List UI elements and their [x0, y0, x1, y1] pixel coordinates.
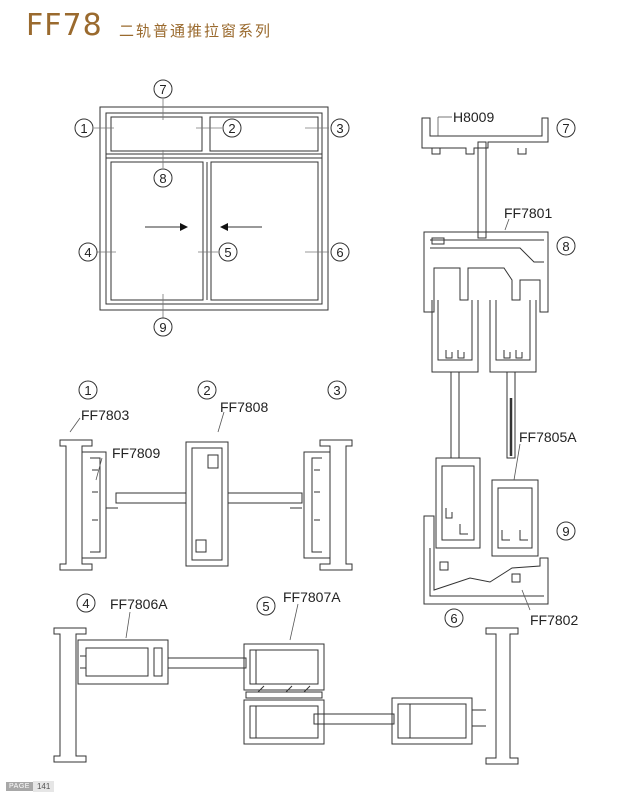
callout-4-elevation: 4: [84, 245, 91, 260]
callout-circles: [74, 79, 576, 628]
callout-8-elevation: 8: [159, 171, 166, 186]
callout-1-elevation: 1: [80, 121, 87, 136]
label-ff7806a: FF7806A: [110, 596, 168, 612]
vertical-section: [421, 117, 549, 605]
callout-7-section: 7: [562, 121, 569, 136]
label-ff7807a: FF7807A: [283, 589, 341, 605]
callout-4-section: 4: [82, 596, 89, 611]
callout-3-elevation: 3: [336, 121, 343, 136]
label-ff7809: FF7809: [112, 445, 160, 461]
callout-5-elevation: 5: [224, 245, 231, 260]
callout-6-elevation: 6: [336, 245, 343, 260]
callout-6-section: 6: [450, 611, 457, 626]
label-ff7802: FF7802: [530, 612, 578, 628]
callout-2-section: 2: [203, 383, 210, 398]
series-name: 二轨普通推拉窗系列: [119, 22, 273, 40]
callout-1-section: 1: [84, 383, 91, 398]
horizontal-section-lower: [53, 627, 519, 765]
label-ff7803: FF7803: [81, 407, 129, 423]
callout-9-elevation: 9: [159, 320, 166, 335]
callout-8-section: 8: [562, 239, 569, 254]
label-ff7801: FF7801: [504, 205, 552, 221]
callout-9-section: 9: [562, 524, 569, 539]
page-footer: PAGE 141: [6, 780, 55, 792]
page-number: 141: [32, 780, 55, 792]
callout-5-section: 5: [262, 599, 269, 614]
series-code: FF78: [26, 8, 103, 43]
label-h8009: H8009: [453, 109, 494, 125]
callout-7-elevation: 7: [159, 82, 166, 97]
callout-2-elevation: 2: [228, 121, 235, 136]
label-ff7805a: FF7805A: [519, 429, 577, 445]
window-elevation: [94, 99, 329, 318]
page-tag: PAGE: [6, 781, 33, 791]
label-ff7808: FF7808: [220, 399, 268, 415]
callout-3-section: 3: [333, 383, 340, 398]
horizontal-section-upper: [59, 439, 353, 571]
